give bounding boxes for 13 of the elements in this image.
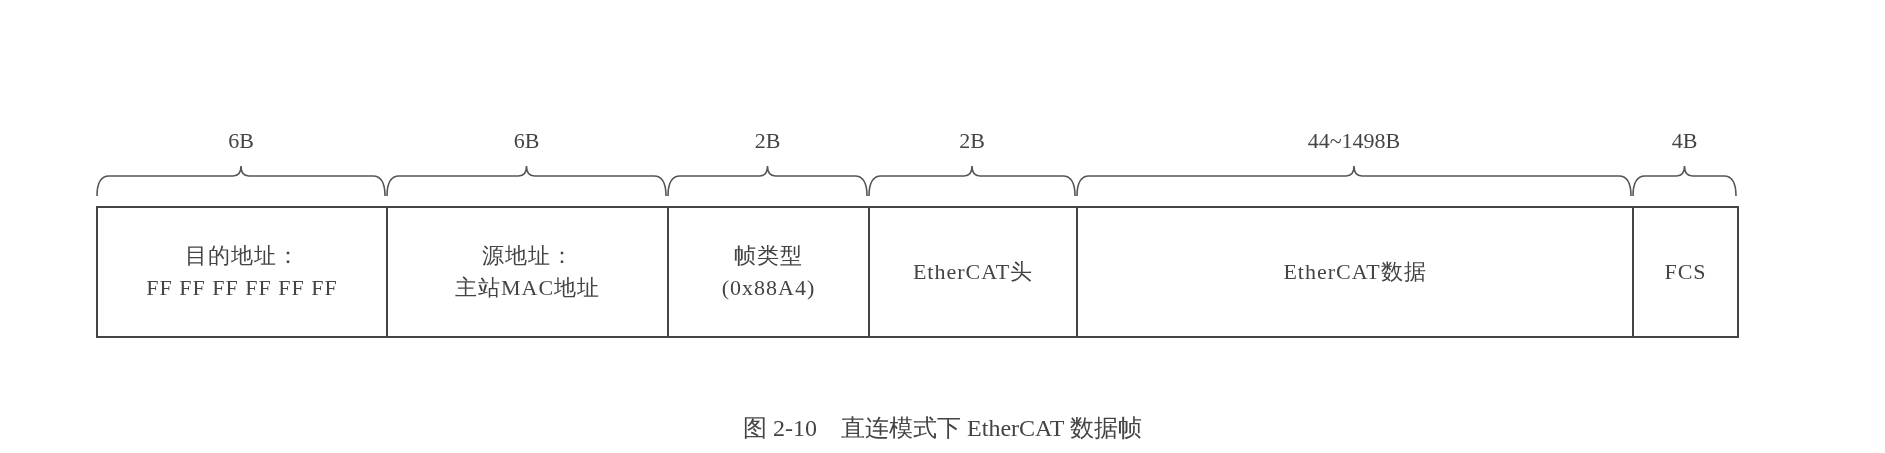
field-cell: EtherCAT数据 <box>1076 206 1634 338</box>
size-label: 6B <box>513 128 540 154</box>
field-cell: FCS <box>1632 206 1739 338</box>
size-label: 4B <box>1671 128 1698 154</box>
field-cell: EtherCAT头 <box>868 206 1078 338</box>
caption: 图 2-10 直连模式下 EtherCAT 数据帧 <box>743 414 1142 443</box>
size-label: 2B <box>754 128 781 154</box>
field-cell: 源地址：主站MAC地址 <box>386 206 669 338</box>
size-label: 44~1498B <box>1307 128 1401 154</box>
field-cell: 目的地址：FF FF FF FF FF FF <box>96 206 388 338</box>
size-label: 2B <box>959 128 985 154</box>
field-cell: 帧类型(0x88A4) <box>667 206 870 338</box>
size-label: 6B <box>228 128 254 154</box>
